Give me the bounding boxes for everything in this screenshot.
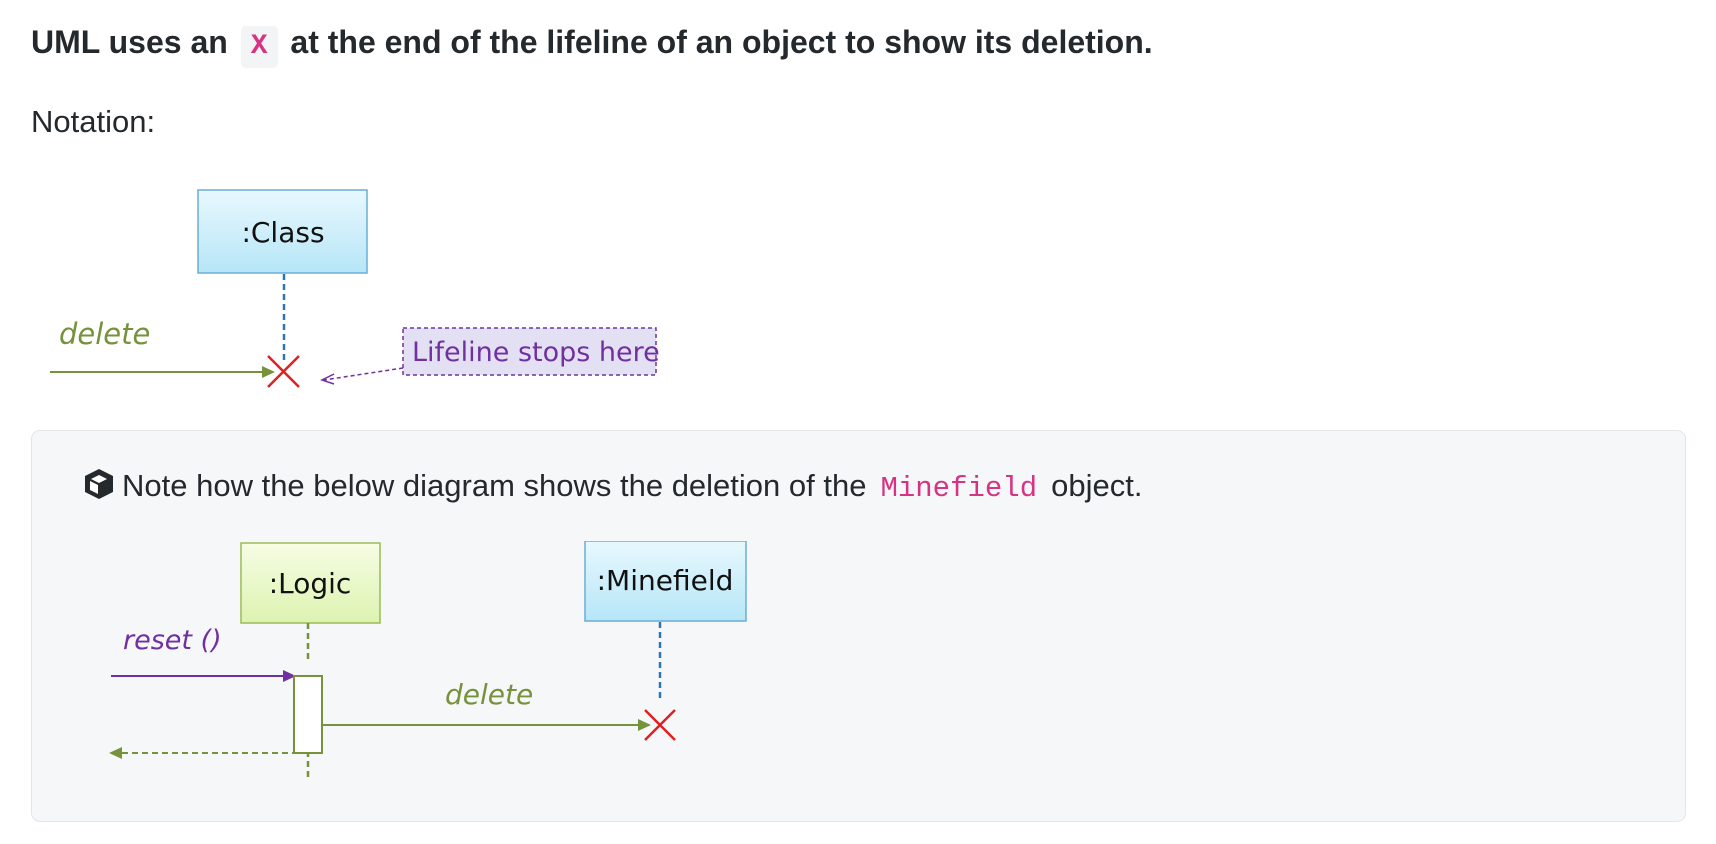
class-object-label: :Class bbox=[241, 216, 324, 249]
tip-text-after: object. bbox=[1051, 468, 1143, 503]
class-object-box bbox=[197, 189, 368, 274]
logic-object-box bbox=[240, 542, 381, 624]
minefield-object-box bbox=[584, 541, 747, 622]
tip-text: Note how the below diagram shows the del… bbox=[82, 463, 1142, 514]
logic-object-label: :Logic bbox=[269, 567, 352, 600]
notation-label: Notation: bbox=[31, 104, 156, 139]
note-connector-arrowhead bbox=[320, 373, 335, 385]
heading-text-after: at the end of the lifeline of an object … bbox=[290, 24, 1153, 60]
inline-code-minefield: Minefield bbox=[880, 472, 1038, 505]
return-arrowhead bbox=[109, 747, 122, 759]
reset-message-label: reset () bbox=[123, 625, 222, 656]
delete-message-label: delete bbox=[59, 317, 150, 351]
tip-text-before: Note how the below diagram shows the del… bbox=[122, 468, 867, 503]
cube-icon bbox=[82, 467, 116, 514]
heading: UML uses an X at the end of the lifeline… bbox=[31, 18, 1153, 68]
activation-bar bbox=[293, 675, 323, 754]
minefield-object-label: :Minefield bbox=[597, 564, 734, 597]
delete-arrowhead-example bbox=[638, 719, 651, 731]
reset-arrowhead bbox=[283, 670, 296, 682]
minefield-deletion-cross-icon bbox=[644, 709, 676, 741]
tip-box: Note how the below diagram shows the del… bbox=[31, 430, 1686, 822]
example-diagram: :Logic :Minefield reset () delete bbox=[109, 541, 747, 781]
note-connector bbox=[323, 367, 404, 381]
notation-diagram: :Class delete Lifeline stops here bbox=[50, 189, 660, 388]
deletion-cross-icon bbox=[267, 355, 300, 388]
note-label: Lifeline stops here bbox=[412, 337, 660, 368]
inline-code-x: X bbox=[240, 26, 278, 68]
delete-arrowhead bbox=[262, 366, 275, 378]
note-box bbox=[402, 327, 657, 376]
delete-message-label-example: delete bbox=[445, 678, 533, 711]
heading-text-before: UML uses an bbox=[31, 24, 228, 60]
